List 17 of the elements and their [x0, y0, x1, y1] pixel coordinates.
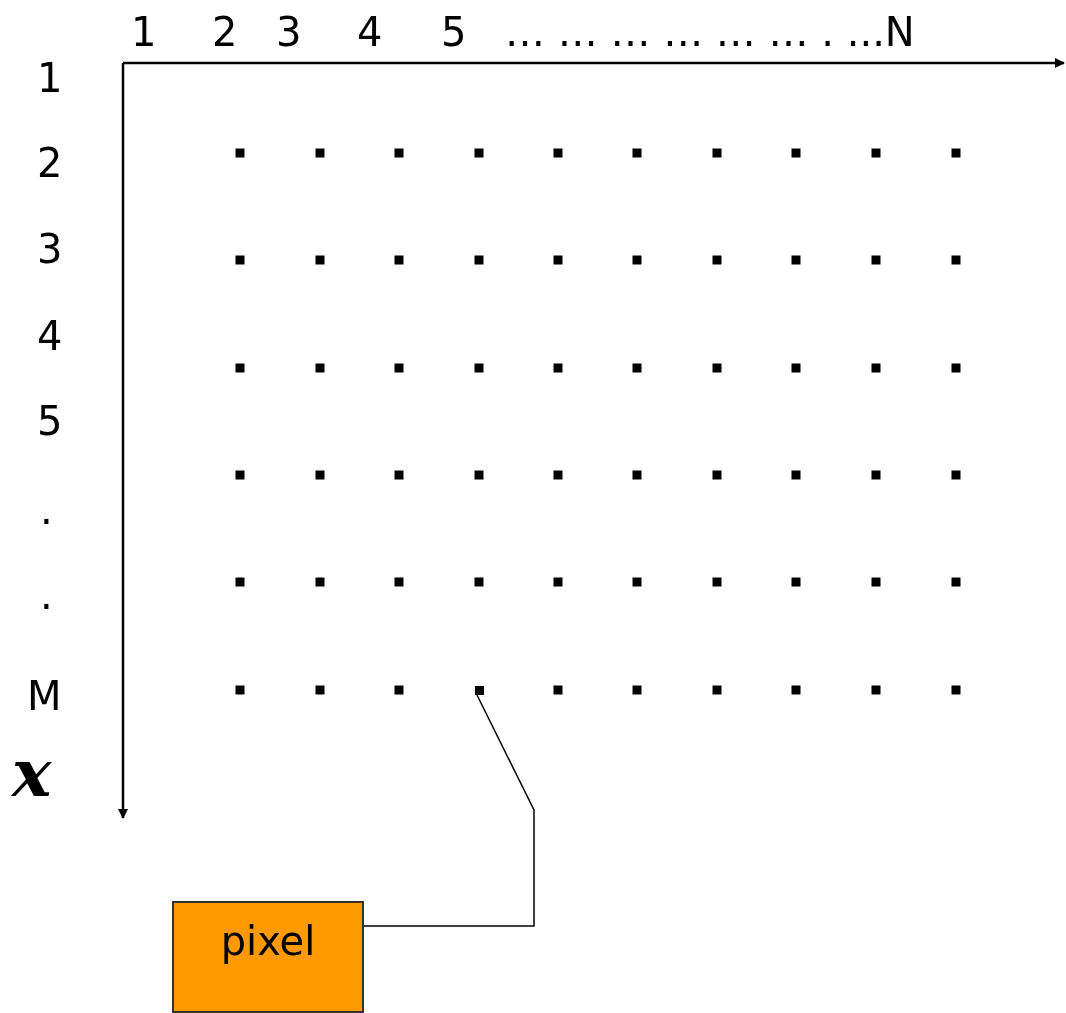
row-number: 5: [37, 401, 63, 441]
column-number: … … … … … … . ...N: [505, 12, 915, 52]
row-number: 1: [37, 58, 63, 98]
row-number: M: [27, 676, 62, 716]
column-number: 5: [441, 12, 467, 52]
row-number: 2: [37, 143, 63, 183]
row-number: .: [40, 490, 53, 530]
column-number: 4: [357, 12, 383, 52]
column-number: 1: [131, 12, 157, 52]
axis-label: x: [12, 740, 52, 806]
row-number: 4: [37, 316, 63, 356]
row-number: .: [40, 575, 53, 615]
row-number: 3: [37, 229, 63, 269]
label-box: [172, 901, 364, 1013]
leader-line: [363, 694, 535, 927]
column-number: 3: [276, 12, 302, 52]
column-number: 2: [212, 12, 238, 52]
